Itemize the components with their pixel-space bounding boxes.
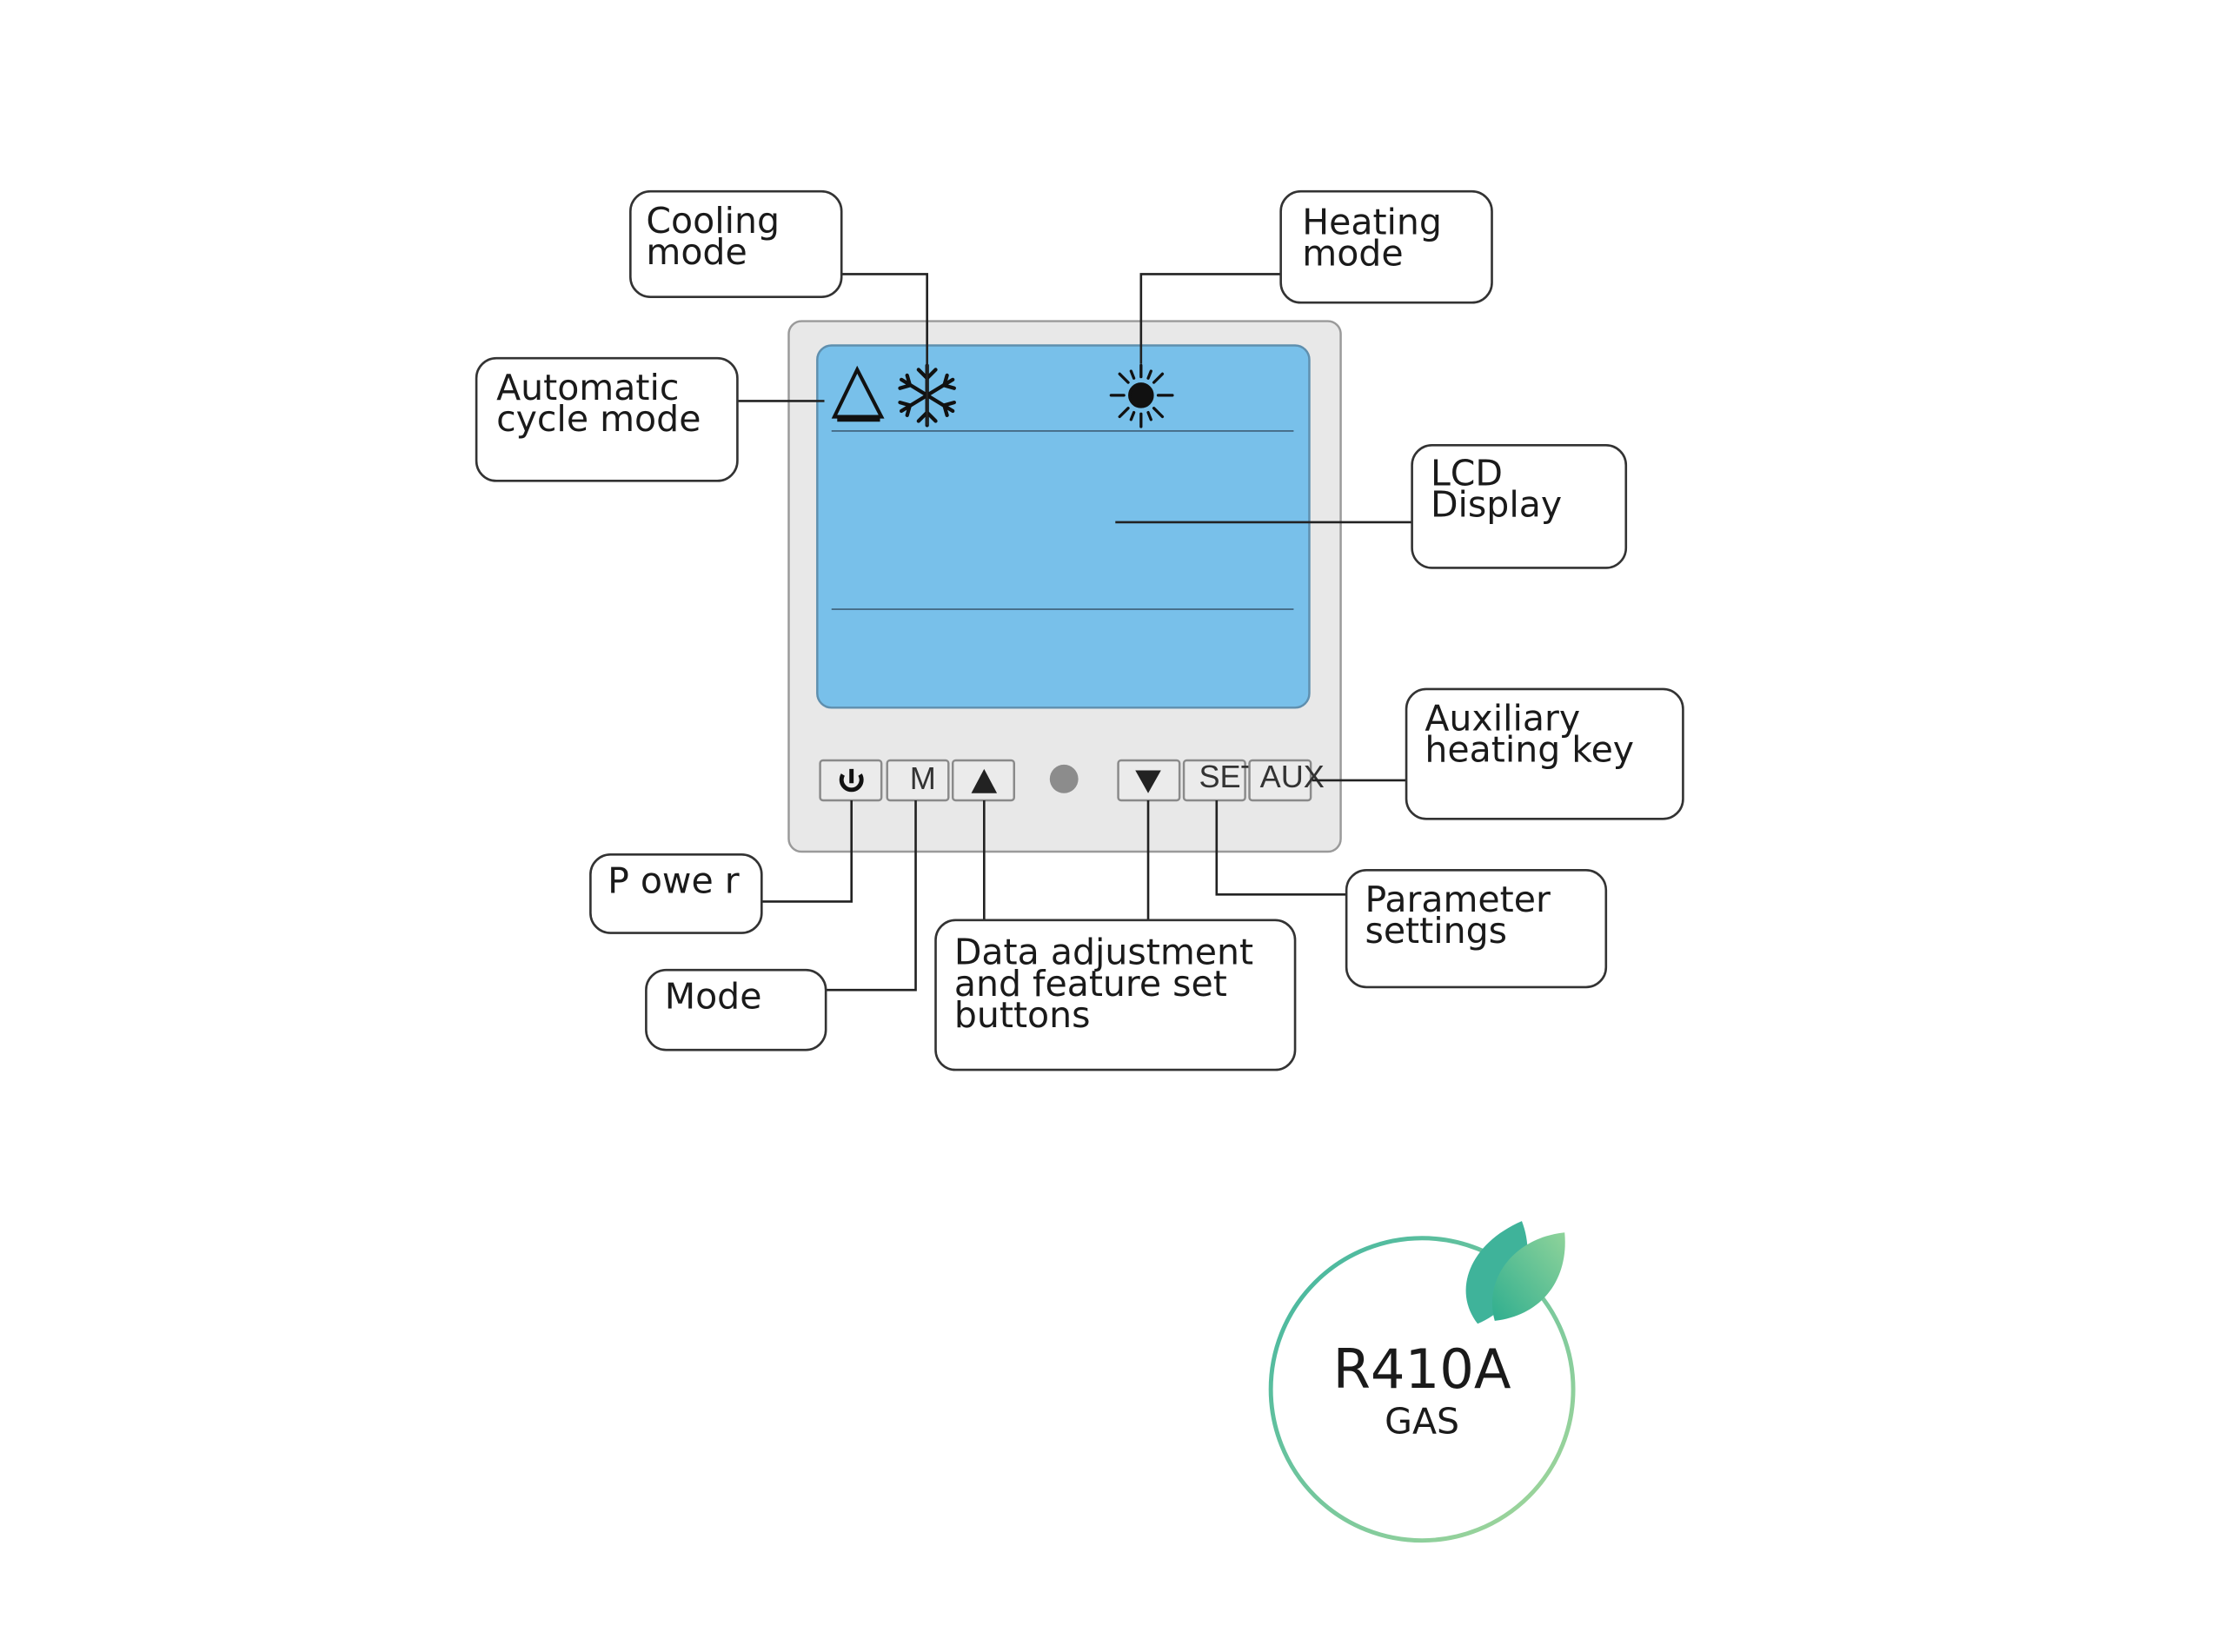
callout-text: Display bbox=[1431, 483, 1562, 525]
callout-text: LCD bbox=[1431, 452, 1503, 494]
callout-text: Heating bbox=[1302, 201, 1442, 242]
callout-text: mode bbox=[646, 231, 747, 273]
aux-button-label: AUX bbox=[1260, 759, 1325, 794]
callout-text: buttons bbox=[954, 994, 1091, 1036]
callout-mode: Mode bbox=[645, 968, 827, 1052]
callout-text: Automatic bbox=[496, 367, 679, 408]
callout-text: settings bbox=[1365, 910, 1507, 952]
callout-text: cycle mode bbox=[496, 398, 701, 440]
badge-title: R410A bbox=[1333, 1337, 1511, 1401]
callout-auxiliary-heating-key: Auxiliary heating key bbox=[1405, 687, 1684, 820]
leader-lines bbox=[737, 273, 1412, 992]
callout-text: Mode bbox=[665, 976, 762, 1018]
badge-subtitle: GAS bbox=[1385, 1401, 1459, 1443]
power-icon bbox=[839, 768, 864, 793]
callout-parameter-settings: Parameter settings bbox=[1345, 869, 1608, 989]
up-button[interactable] bbox=[951, 759, 1015, 802]
down-arrow-icon bbox=[1135, 770, 1161, 793]
callout-heating-mode: Heating mode bbox=[1279, 189, 1493, 304]
mode-button-label: M bbox=[910, 760, 936, 796]
sun-icon bbox=[1109, 363, 1174, 428]
status-indicator-led bbox=[1049, 764, 1079, 793]
lcd-display bbox=[816, 344, 1311, 709]
callout-text: Parameter bbox=[1365, 879, 1551, 920]
callout-data-adjustment: Data adjustment and feature set buttons bbox=[934, 919, 1297, 1071]
power-button[interactable] bbox=[819, 759, 883, 802]
mode-button[interactable]: M bbox=[886, 759, 950, 802]
callout-text: Cooling bbox=[646, 200, 780, 242]
callout-power: P owe r bbox=[589, 853, 763, 934]
callout-text: heating key bbox=[1425, 729, 1634, 771]
r410a-gas-badge: R410A GAS bbox=[1268, 1221, 1576, 1543]
aux-button[interactable]: AUX bbox=[1248, 759, 1325, 802]
callout-lcd-display: LCD Display bbox=[1411, 444, 1628, 569]
auto-cycle-icon bbox=[831, 365, 885, 422]
callout-automatic-cycle-mode: Automatic cycle mode bbox=[475, 356, 739, 482]
callout-cooling-mode: Cooling mode bbox=[629, 189, 843, 298]
callout-text: Auxiliary bbox=[1425, 698, 1580, 740]
up-arrow-icon bbox=[971, 768, 998, 793]
callout-text: mode bbox=[1302, 233, 1403, 275]
leaf-icon bbox=[1465, 1221, 1565, 1324]
callout-text: and feature set bbox=[954, 963, 1227, 1005]
callout-text: P owe r bbox=[608, 860, 740, 902]
down-button[interactable] bbox=[1117, 759, 1181, 802]
callout-text: Data adjustment bbox=[954, 932, 1253, 973]
